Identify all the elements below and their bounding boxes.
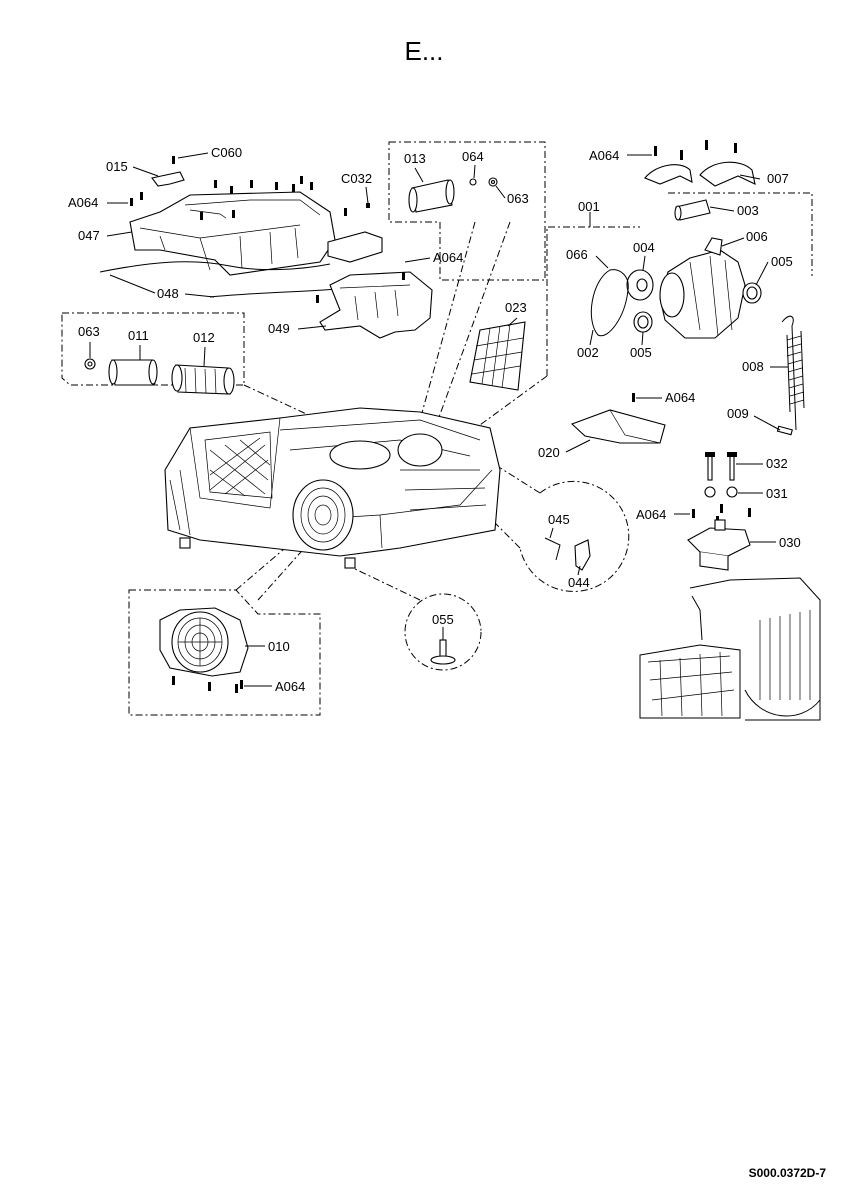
- callout-013: 013: [404, 151, 426, 166]
- callout-002: 002: [577, 345, 599, 360]
- wire-045: [544, 537, 561, 561]
- drawing-code: S000.0372D-7: [748, 1166, 826, 1180]
- callout-023: 023: [505, 300, 527, 315]
- clip-015: [151, 171, 185, 187]
- screw-a064-mid-right: [632, 393, 635, 402]
- cover-049: [319, 271, 433, 339]
- callout-049: 049: [268, 321, 290, 336]
- group-box-filters: [388, 141, 546, 281]
- filter-013: [408, 179, 455, 213]
- callout-010: 010: [268, 639, 290, 654]
- callout-a064-lower-right: A064: [636, 507, 666, 522]
- group-box-fan: [128, 519, 326, 716]
- callout-008: 008: [742, 359, 764, 374]
- callout-045: 045: [548, 512, 570, 527]
- nut-063-left: [84, 358, 96, 370]
- callout-020: 020: [538, 445, 560, 460]
- fan-housing-010: [159, 607, 249, 677]
- cover-020: [570, 409, 666, 444]
- callout-005-bottom: 005: [630, 345, 652, 360]
- screws-top-right: [654, 140, 737, 160]
- bracket-c032: [327, 231, 383, 263]
- pin-009: [776, 425, 793, 436]
- callout-006: 006: [746, 229, 768, 244]
- callout-055: 055: [432, 612, 454, 627]
- screws-top-left: [130, 156, 405, 303]
- callout-a064-top-left: A064: [68, 195, 98, 210]
- filter-012: [171, 364, 235, 395]
- clamps-007: [644, 161, 756, 187]
- callout-009: 009: [727, 406, 749, 421]
- callout-032: 032: [766, 456, 788, 471]
- page-title: E...: [404, 36, 444, 66]
- callout-a064-top-right: A064: [589, 148, 619, 163]
- group-box-foot: [352, 567, 482, 671]
- callout-044: 044: [568, 575, 590, 590]
- callout-064: 064: [462, 149, 484, 164]
- callout-066: 066: [566, 247, 588, 262]
- oring-064: [469, 178, 477, 186]
- valve-030: [687, 519, 751, 571]
- capacitor-003: [674, 199, 711, 221]
- callout-005-right: 005: [771, 254, 793, 269]
- seal-005-right: [742, 282, 762, 304]
- group-box-pump: [479, 192, 813, 426]
- callout-004: 004: [633, 240, 655, 255]
- callout-047: 047: [78, 228, 100, 243]
- callout-c032: C032: [341, 171, 372, 186]
- pulley-004: [626, 269, 654, 301]
- spring-008: [781, 315, 805, 431]
- appliance-detail-right: [639, 577, 821, 721]
- callout-011: 011: [128, 328, 149, 343]
- fan-unit-main: [292, 479, 354, 551]
- callout-c060: C060: [211, 145, 242, 160]
- filter-011: [108, 359, 158, 386]
- callout-003: 003: [737, 203, 759, 218]
- seal-005-bottom: [633, 311, 653, 333]
- callout-labels: 015 C060 A064 C032 047 048 A064 049 013 …: [68, 145, 801, 694]
- callout-a064-fan: A064: [275, 679, 305, 694]
- callout-030: 030: [779, 535, 801, 550]
- nut-063-top: [488, 177, 498, 187]
- screws-032: [705, 452, 737, 481]
- belt-002: [590, 269, 629, 337]
- callout-063-top: 063: [507, 191, 529, 206]
- callout-a064-cover: A064: [433, 250, 463, 265]
- foot-055: [430, 639, 456, 665]
- connector-044: [574, 539, 591, 571]
- callout-063-left: 063: [78, 324, 100, 339]
- callout-007: 007: [767, 171, 789, 186]
- callout-048: 048: [157, 286, 179, 301]
- callout-001: 001: [578, 199, 600, 214]
- callout-015: 015: [106, 159, 128, 174]
- callout-031: 031: [766, 486, 788, 501]
- mesh-filter-023: [469, 321, 526, 391]
- callout-012: 012: [193, 330, 215, 345]
- callout-a064-mid-right: A064: [665, 390, 695, 405]
- screws-a064-fan: [172, 676, 243, 693]
- nuts-031: [704, 486, 738, 498]
- pump-motor-006: [659, 237, 746, 339]
- leader-lines: [89, 152, 788, 687]
